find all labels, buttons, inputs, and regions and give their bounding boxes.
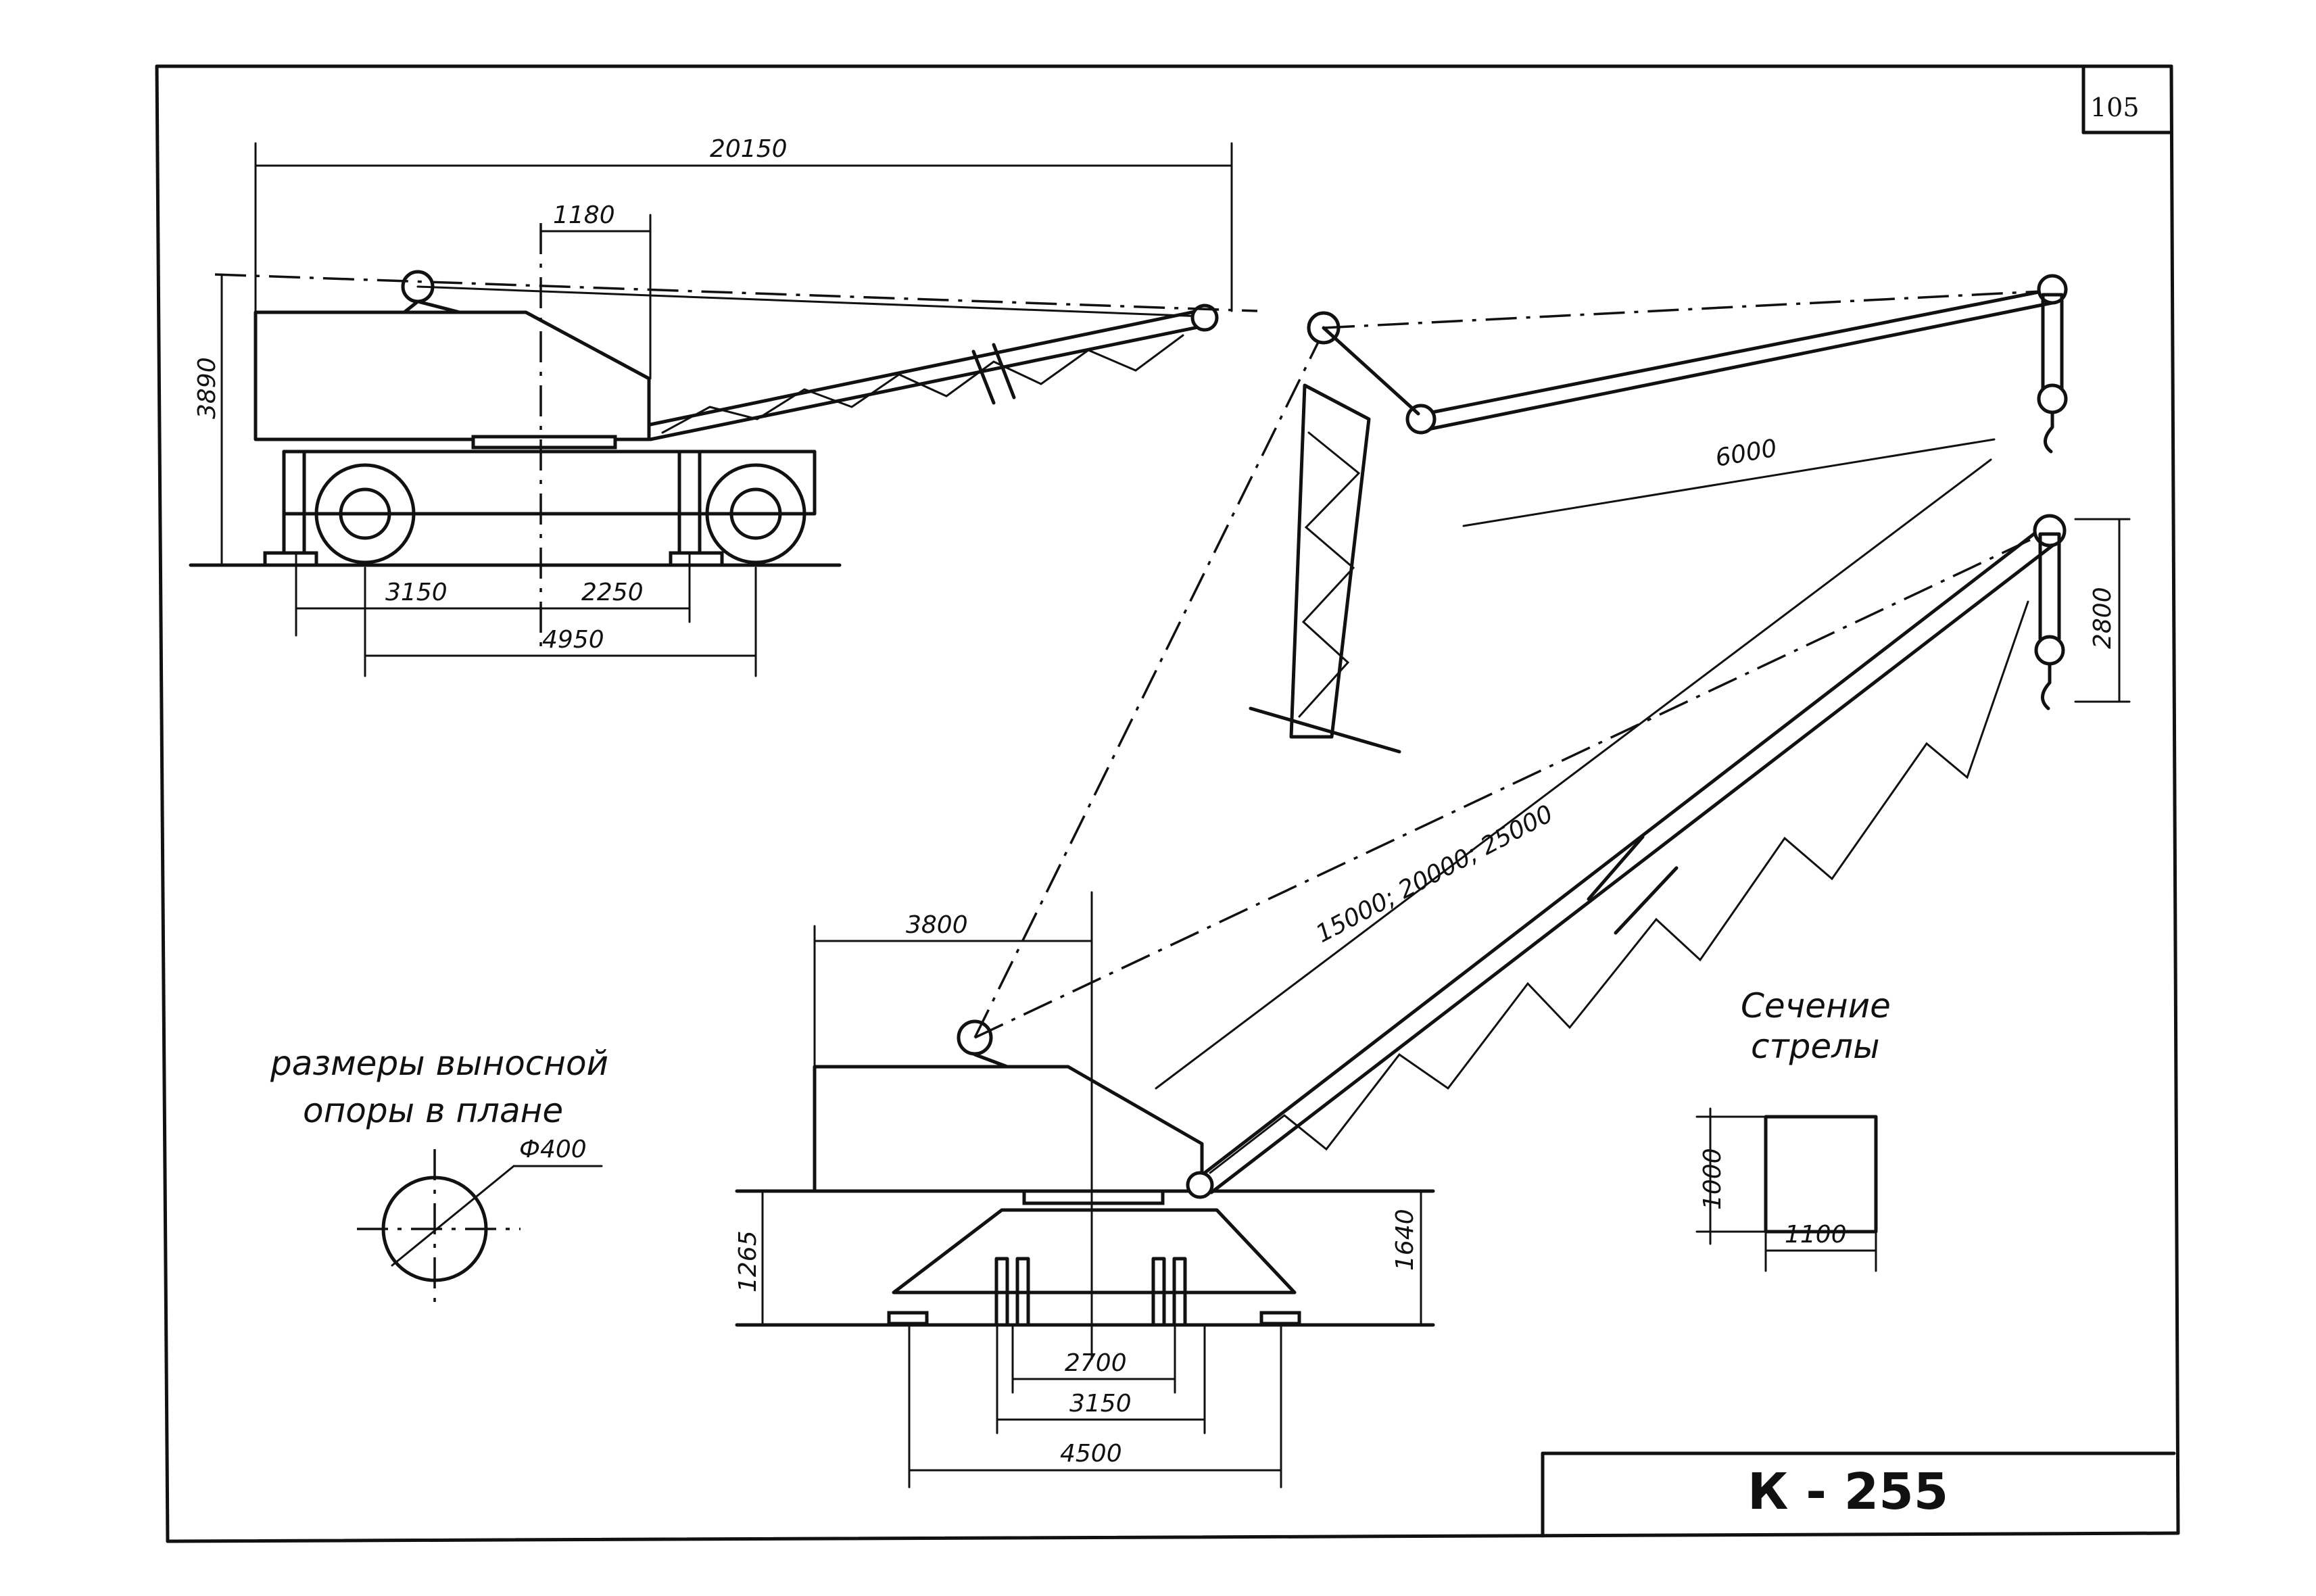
dim-cab-length: 3800 (906, 911, 968, 939)
outrigger-note: размеры выносной опоры в плане Ф400 (270, 1044, 608, 1305)
outrigger-note-line2: опоры в плане (303, 1091, 563, 1130)
page-number-box: 105 (2081, 66, 2173, 135)
dim-base-inner: 2700 (1065, 1349, 1127, 1377)
dim-axle-rear: 2250 (581, 579, 644, 606)
outrigger-diameter: Ф400 (519, 1136, 587, 1163)
section-width: 1100 (1785, 1221, 1847, 1249)
dim-base-mid: 3150 (1069, 1390, 1132, 1418)
page-number: 105 (2090, 93, 2140, 122)
side-view: 20150 1180 3890 3150 2250 4950 (189, 135, 1258, 677)
title-block: К - 255 (1541, 1451, 2176, 1538)
section-rect (1764, 1115, 1878, 1234)
dim-cab-offset: 1180 (553, 201, 615, 229)
dim-total-length: 20150 (710, 135, 788, 163)
section-title-line2: стрелы (1751, 1027, 1880, 1066)
dim-pivot-height: 1640 (1391, 1209, 1419, 1271)
dim-height: 3890 (193, 357, 221, 419)
boom-section: Сечение стрелы 1000 1100 (1695, 986, 1891, 1272)
section-title-line1: Сечение (1741, 986, 1891, 1025)
dim-axle-front: 3150 (385, 579, 448, 606)
dim-hook-drop: 2800 (2089, 587, 2117, 649)
dim-jib: 6000 (1713, 435, 1779, 473)
section-height: 1000 (1699, 1148, 1727, 1210)
dim-cab-height: 1265 (734, 1230, 762, 1292)
dim-base-outer: 4500 (1060, 1440, 1122, 1468)
working-view: 15000; 20000; 25000 6000 2800 3800 1265 … (734, 274, 2131, 1489)
dim-wheelbase: 4950 (542, 626, 604, 654)
sheet-frame (155, 64, 2180, 1543)
model-title: К - 255 (1747, 1463, 1948, 1521)
outrigger-note-line1: размеры выносной (270, 1044, 608, 1083)
dim-boom-lengths: 15000; 20000; 25000 (1311, 800, 1558, 948)
